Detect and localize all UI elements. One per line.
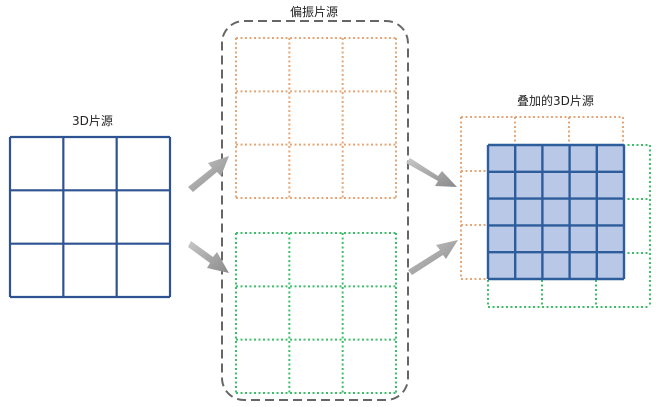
arrow-source-to-orange [188, 156, 229, 192]
label-3d-source: 3D片源 [72, 114, 113, 128]
orange-polarized-grid [235, 37, 397, 199]
arrow-green-to-combined [408, 240, 458, 275]
label-polarized-source: 偏振片源 [290, 5, 339, 19]
green-polarized-grid [235, 232, 397, 394]
polarized-group-box [221, 20, 409, 401]
combined-fill [488, 145, 624, 279]
combined-blue-grid [486, 143, 626, 281]
arrow-source-to-green [188, 241, 229, 273]
source-3d-grid [8, 135, 172, 299]
arrow-orange-to-combined [406, 158, 457, 187]
label-combined-source: 叠加的3D片源 [517, 94, 594, 108]
